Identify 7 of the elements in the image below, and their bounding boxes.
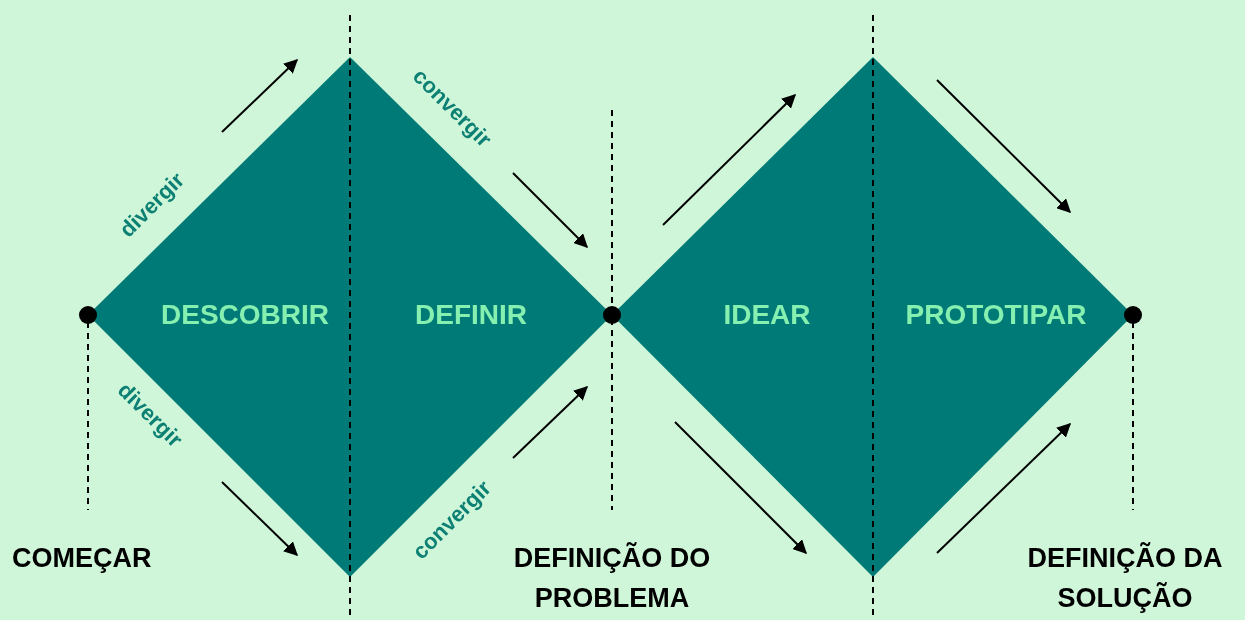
stage-label: PROTOTIPAR	[905, 299, 1087, 331]
stage-label: IDEAR	[723, 299, 811, 331]
milestone-label: COMEÇAR	[12, 542, 153, 575]
stage-label: DEFINIR	[415, 299, 527, 331]
milestone-label: DEFINIÇÃO DO PROBLEMA	[512, 541, 712, 615]
milestone-label: DEFINIÇÃO DA SOLUÇÃO	[1026, 541, 1224, 615]
stage-label: DESCOBRIR	[161, 299, 329, 331]
